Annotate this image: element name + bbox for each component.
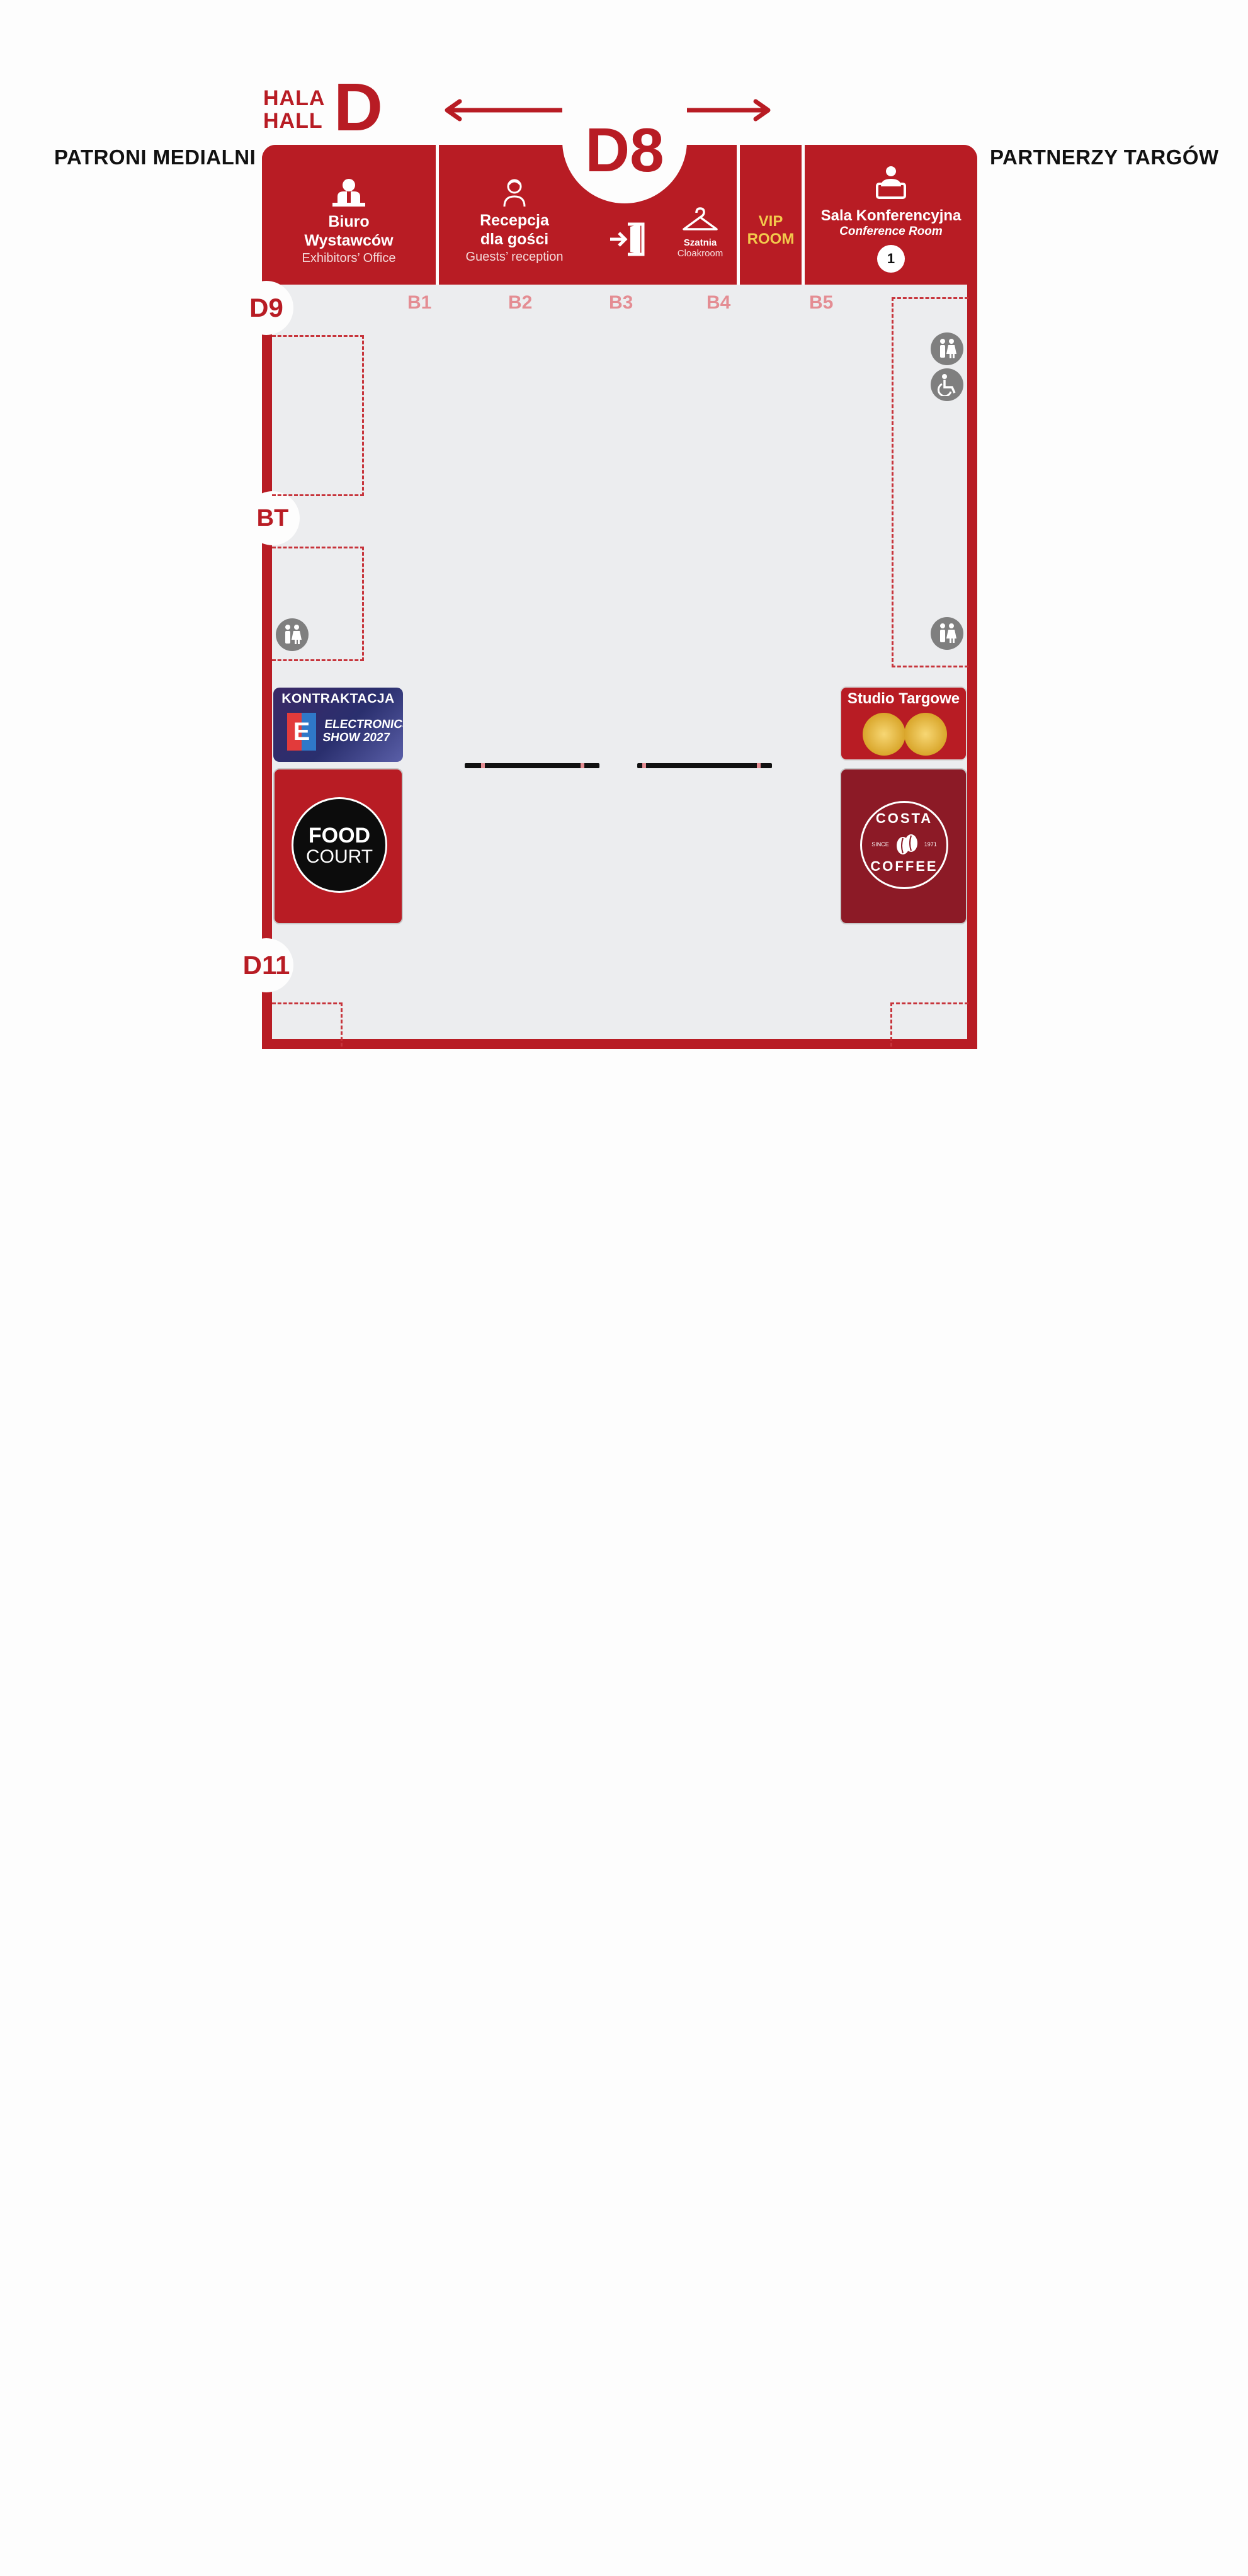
hall-label: HALA HALL bbox=[263, 87, 325, 132]
costa-year: 1971 bbox=[924, 841, 937, 848]
person-desk-icon bbox=[332, 179, 365, 207]
coffee-bean-icon bbox=[896, 834, 917, 854]
reception-title-2: dla gości bbox=[480, 230, 549, 248]
restroom-icon bbox=[931, 617, 963, 650]
fair-partners-label: PARTNERZY TARGÓW bbox=[990, 145, 1219, 169]
receptionist-icon bbox=[503, 179, 526, 207]
restroom-icon bbox=[931, 332, 963, 365]
kontraktacja-title: KONTRAKTACJA bbox=[281, 691, 395, 706]
cloakroom-subtitle: Cloakroom bbox=[677, 248, 723, 259]
exhibitors-office[interactable]: Biuro Wystawców Exhibitors’ Office bbox=[262, 145, 436, 285]
vip-line-2: ROOM bbox=[747, 230, 795, 247]
costa-since: SINCE bbox=[871, 841, 889, 848]
costa-line1: COSTA bbox=[875, 810, 933, 826]
accessible-icon bbox=[931, 368, 963, 401]
restroom-icon bbox=[276, 618, 309, 651]
cloakroom[interactable]: Szatnia Cloakroom bbox=[666, 207, 735, 259]
conference-title: Sala Konferencyjna bbox=[820, 207, 962, 224]
food-court-line2: COURT bbox=[305, 846, 373, 867]
speaker-icon bbox=[876, 166, 906, 199]
food-court[interactable]: FOOD COURT bbox=[273, 768, 403, 924]
barrier-right bbox=[637, 763, 772, 768]
gate-d9[interactable]: D9 bbox=[239, 281, 293, 335]
kontraktacja-booth[interactable]: KONTRAKTACJA E ELECTRONICS SHOW 2027 bbox=[273, 688, 403, 762]
office-title-2: Wystawców bbox=[304, 232, 394, 249]
reception-title-1: Recepcja bbox=[480, 212, 549, 229]
vip-line-1: VIP bbox=[758, 213, 783, 230]
electronics-show-logo: E bbox=[287, 713, 316, 751]
costa-line2: COFFEE bbox=[870, 858, 938, 874]
barrier-left bbox=[465, 763, 599, 768]
gate-d8-bubble bbox=[562, 104, 687, 203]
gate-bt[interactable]: BT bbox=[246, 491, 300, 545]
hall-label-pl: HALA bbox=[263, 86, 326, 110]
stand-b2[interactable]: B2 bbox=[508, 292, 533, 313]
dashed-zone-left-top bbox=[272, 335, 364, 496]
conference-room[interactable]: Sala Konferencyjna Conference Room 1 bbox=[802, 145, 977, 285]
gate-d8[interactable]: D8 bbox=[585, 115, 664, 184]
stand-b1[interactable]: B1 bbox=[407, 292, 432, 313]
entrance-icon[interactable] bbox=[609, 222, 647, 257]
dashed-zone-left-mid bbox=[272, 547, 364, 661]
media-patrons-label: PATRONI MEDIALNI bbox=[54, 145, 256, 169]
electronics-show-line2: SHOW 2027 bbox=[322, 731, 391, 744]
guests-reception[interactable]: Recepcja dla gości Guests’ reception Sza… bbox=[436, 145, 737, 285]
food-court-line1: FOOD bbox=[308, 824, 371, 848]
hall-label-en: HALL bbox=[263, 109, 323, 133]
hanger-icon bbox=[683, 207, 718, 230]
dashed-zone-right-bottom bbox=[890, 1002, 968, 1047]
conference-subtitle: Conference Room bbox=[839, 225, 943, 238]
costa-coffee[interactable]: COSTA SINCE 1971 COFFEE bbox=[840, 768, 967, 924]
studio-targowe-title: Studio Targowe bbox=[847, 690, 960, 707]
dashed-zone-right bbox=[892, 297, 968, 667]
studio-targowe-booth[interactable]: Studio Targowe bbox=[840, 686, 967, 761]
dashed-zone-left-bottom bbox=[272, 1002, 343, 1047]
stand-b5[interactable]: B5 bbox=[809, 292, 834, 313]
gold-medal-icon bbox=[863, 713, 905, 756]
gold-medal-icon bbox=[904, 713, 947, 756]
electronics-show-line1: ELECTRONICS bbox=[324, 718, 403, 731]
vip-room[interactable]: VIP ROOM bbox=[737, 145, 802, 285]
office-title-1: Biuro bbox=[328, 213, 370, 230]
cloakroom-title: Szatnia bbox=[683, 237, 717, 248]
gate-d11[interactable]: D11 bbox=[239, 938, 293, 992]
exhibition-floor bbox=[272, 285, 967, 1039]
stand-b3[interactable]: B3 bbox=[609, 292, 633, 313]
conference-number-badge: 1 bbox=[877, 245, 905, 273]
costa-logo: COSTA SINCE 1971 COFFEE bbox=[860, 801, 948, 889]
stand-b4[interactable]: B4 bbox=[706, 292, 731, 313]
office-subtitle: Exhibitors’ Office bbox=[302, 251, 396, 265]
hall-letter: D bbox=[334, 69, 383, 145]
reception-subtitle: Guests’ reception bbox=[465, 250, 564, 264]
